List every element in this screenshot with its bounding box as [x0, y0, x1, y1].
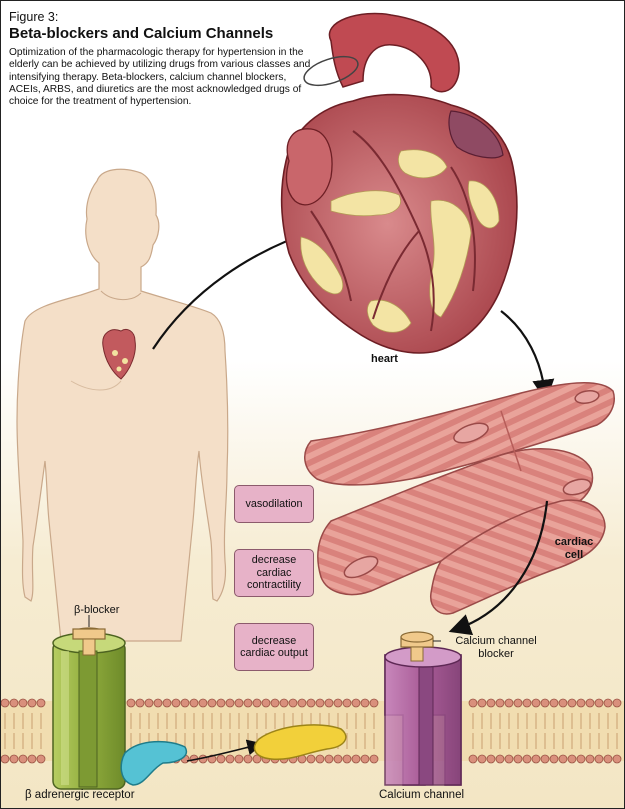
- figure-caption: Optimization of the pharmacologic therap…: [9, 47, 311, 108]
- cardiac-cell-label: cardiac cell: [554, 536, 594, 561]
- figure-number: Figure 3:: [9, 10, 59, 24]
- arrow-heart-to-cell: [500, 310, 555, 402]
- adenylyl-cyclase-yellow: [253, 724, 347, 761]
- arrow-signal: [186, 739, 264, 762]
- arrow-cell-to-channel: [448, 500, 549, 636]
- small-heart: [102, 328, 136, 380]
- calcium-channel-blocker-molecule: [400, 631, 441, 662]
- heart-label: heart: [371, 353, 398, 365]
- effect-box-vasodilation: vasodilation: [234, 485, 314, 523]
- cardiac-muscle-cells: [304, 382, 615, 615]
- beta-blocker-molecule: [72, 615, 106, 656]
- effect-label: decrease cardiac contractility: [246, 554, 301, 592]
- calcium-channel-blocker-label: Calcium channel blocker: [455, 635, 537, 660]
- heart-illustration: [280, 12, 518, 354]
- effect-label: vasodilation: [245, 497, 303, 510]
- human-body: [16, 168, 229, 642]
- effect-box-output: decrease cardiac output: [234, 623, 314, 671]
- beta-blocker-label: β-blocker: [74, 604, 120, 616]
- calcium-channel-label: Calcium channel: [379, 789, 465, 801]
- effect-box-contractility: decrease cardiac contractility: [234, 549, 314, 597]
- beta-receptor-label: β adrenergic receptor: [25, 789, 135, 801]
- effect-label: decrease cardiac output: [240, 634, 308, 660]
- calcium-channel: [384, 646, 462, 786]
- beta-adrenergic-receptor: [52, 632, 126, 790]
- g-protein-blue: [120, 740, 188, 786]
- figure-title: Beta-blockers and Calcium Channels: [9, 25, 274, 42]
